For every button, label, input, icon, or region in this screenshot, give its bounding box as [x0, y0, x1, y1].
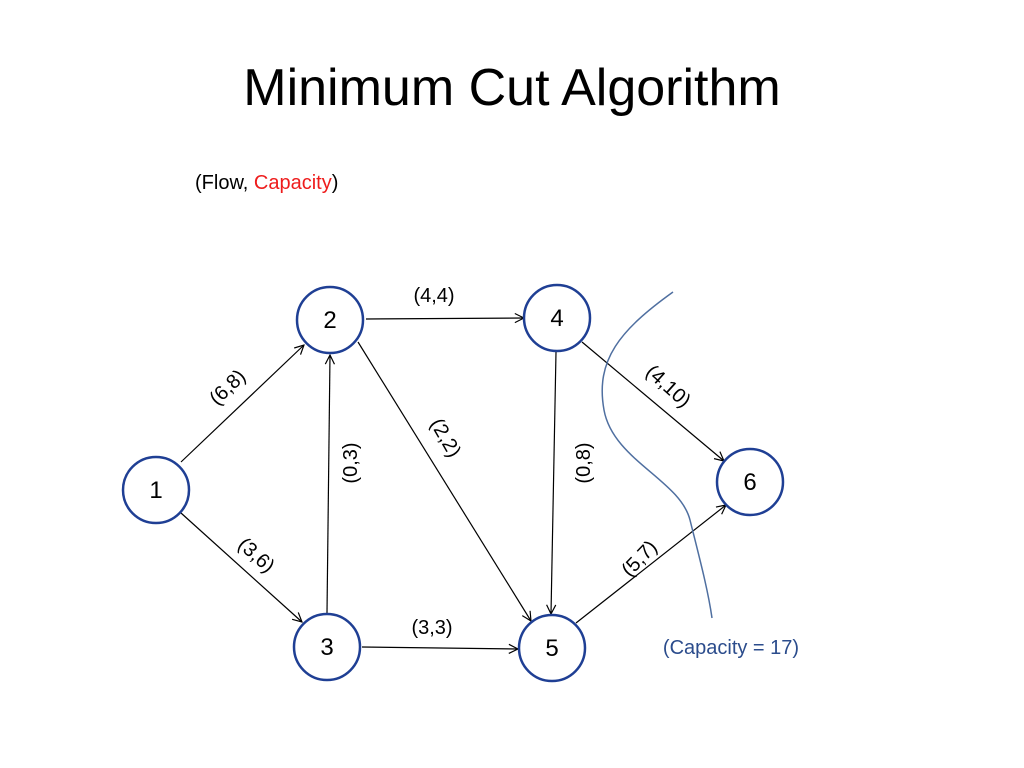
legend-close-text: ): [331, 172, 339, 194]
edge-label-3-2: (0,3): [340, 442, 362, 483]
legend-capacity-text: Capacity: [253, 172, 332, 194]
node-1-circle: [121, 455, 191, 525]
node-2-circle: [295, 285, 365, 355]
minimum-cut-curve: [601, 291, 713, 619]
node-6-circle: [715, 447, 785, 517]
node-2: 2: [295, 285, 365, 355]
edge-2-4: [365, 318, 524, 319]
node-6: 6: [715, 447, 785, 517]
node-5-label: 5: [545, 635, 558, 662]
edge-label-2-5: (2,2): [425, 415, 465, 462]
edge-label-4-6: (4,10): [641, 361, 695, 412]
edge-2-5: [357, 341, 531, 621]
edge-label-3-5: (3,3): [411, 617, 452, 639]
edge-5-6: [575, 505, 726, 624]
node-5: 5: [517, 613, 587, 683]
legend-flow-text: (Flow,: [195, 172, 254, 194]
node-4-label: 4: [550, 305, 563, 332]
node-1-label: 1: [149, 477, 162, 504]
node-5-circle: [517, 613, 587, 683]
node-2-label: 2: [323, 307, 336, 334]
node-4-circle: [522, 283, 592, 353]
edge-label-4-5: (0,8): [573, 442, 595, 483]
slide-title: Minimum Cut Algorithm: [243, 59, 781, 117]
cut-capacity-label: (Capacity = 17): [663, 637, 799, 659]
node-4: 4: [522, 283, 592, 353]
node-1: 1: [121, 455, 191, 525]
edge-4-5: [551, 351, 557, 614]
edge-4-6: [581, 341, 724, 461]
node-3: 3: [292, 612, 362, 682]
node-3-label: 3: [320, 634, 333, 661]
edge-3-5: [361, 647, 518, 649]
flow-capacity-legend: (Flow, Capacity): [195, 172, 338, 195]
edge-1-2: [180, 345, 304, 463]
edge-1-3: [180, 512, 302, 622]
edge-label-2-4: (4,4): [413, 285, 454, 307]
edge-3-2: [327, 355, 330, 614]
node-6-label: 6: [743, 469, 756, 496]
node-3-circle: [292, 612, 362, 682]
edge-label-5-6: (5,7): [617, 536, 661, 581]
edge-label-1-3: (3,6): [233, 534, 278, 578]
